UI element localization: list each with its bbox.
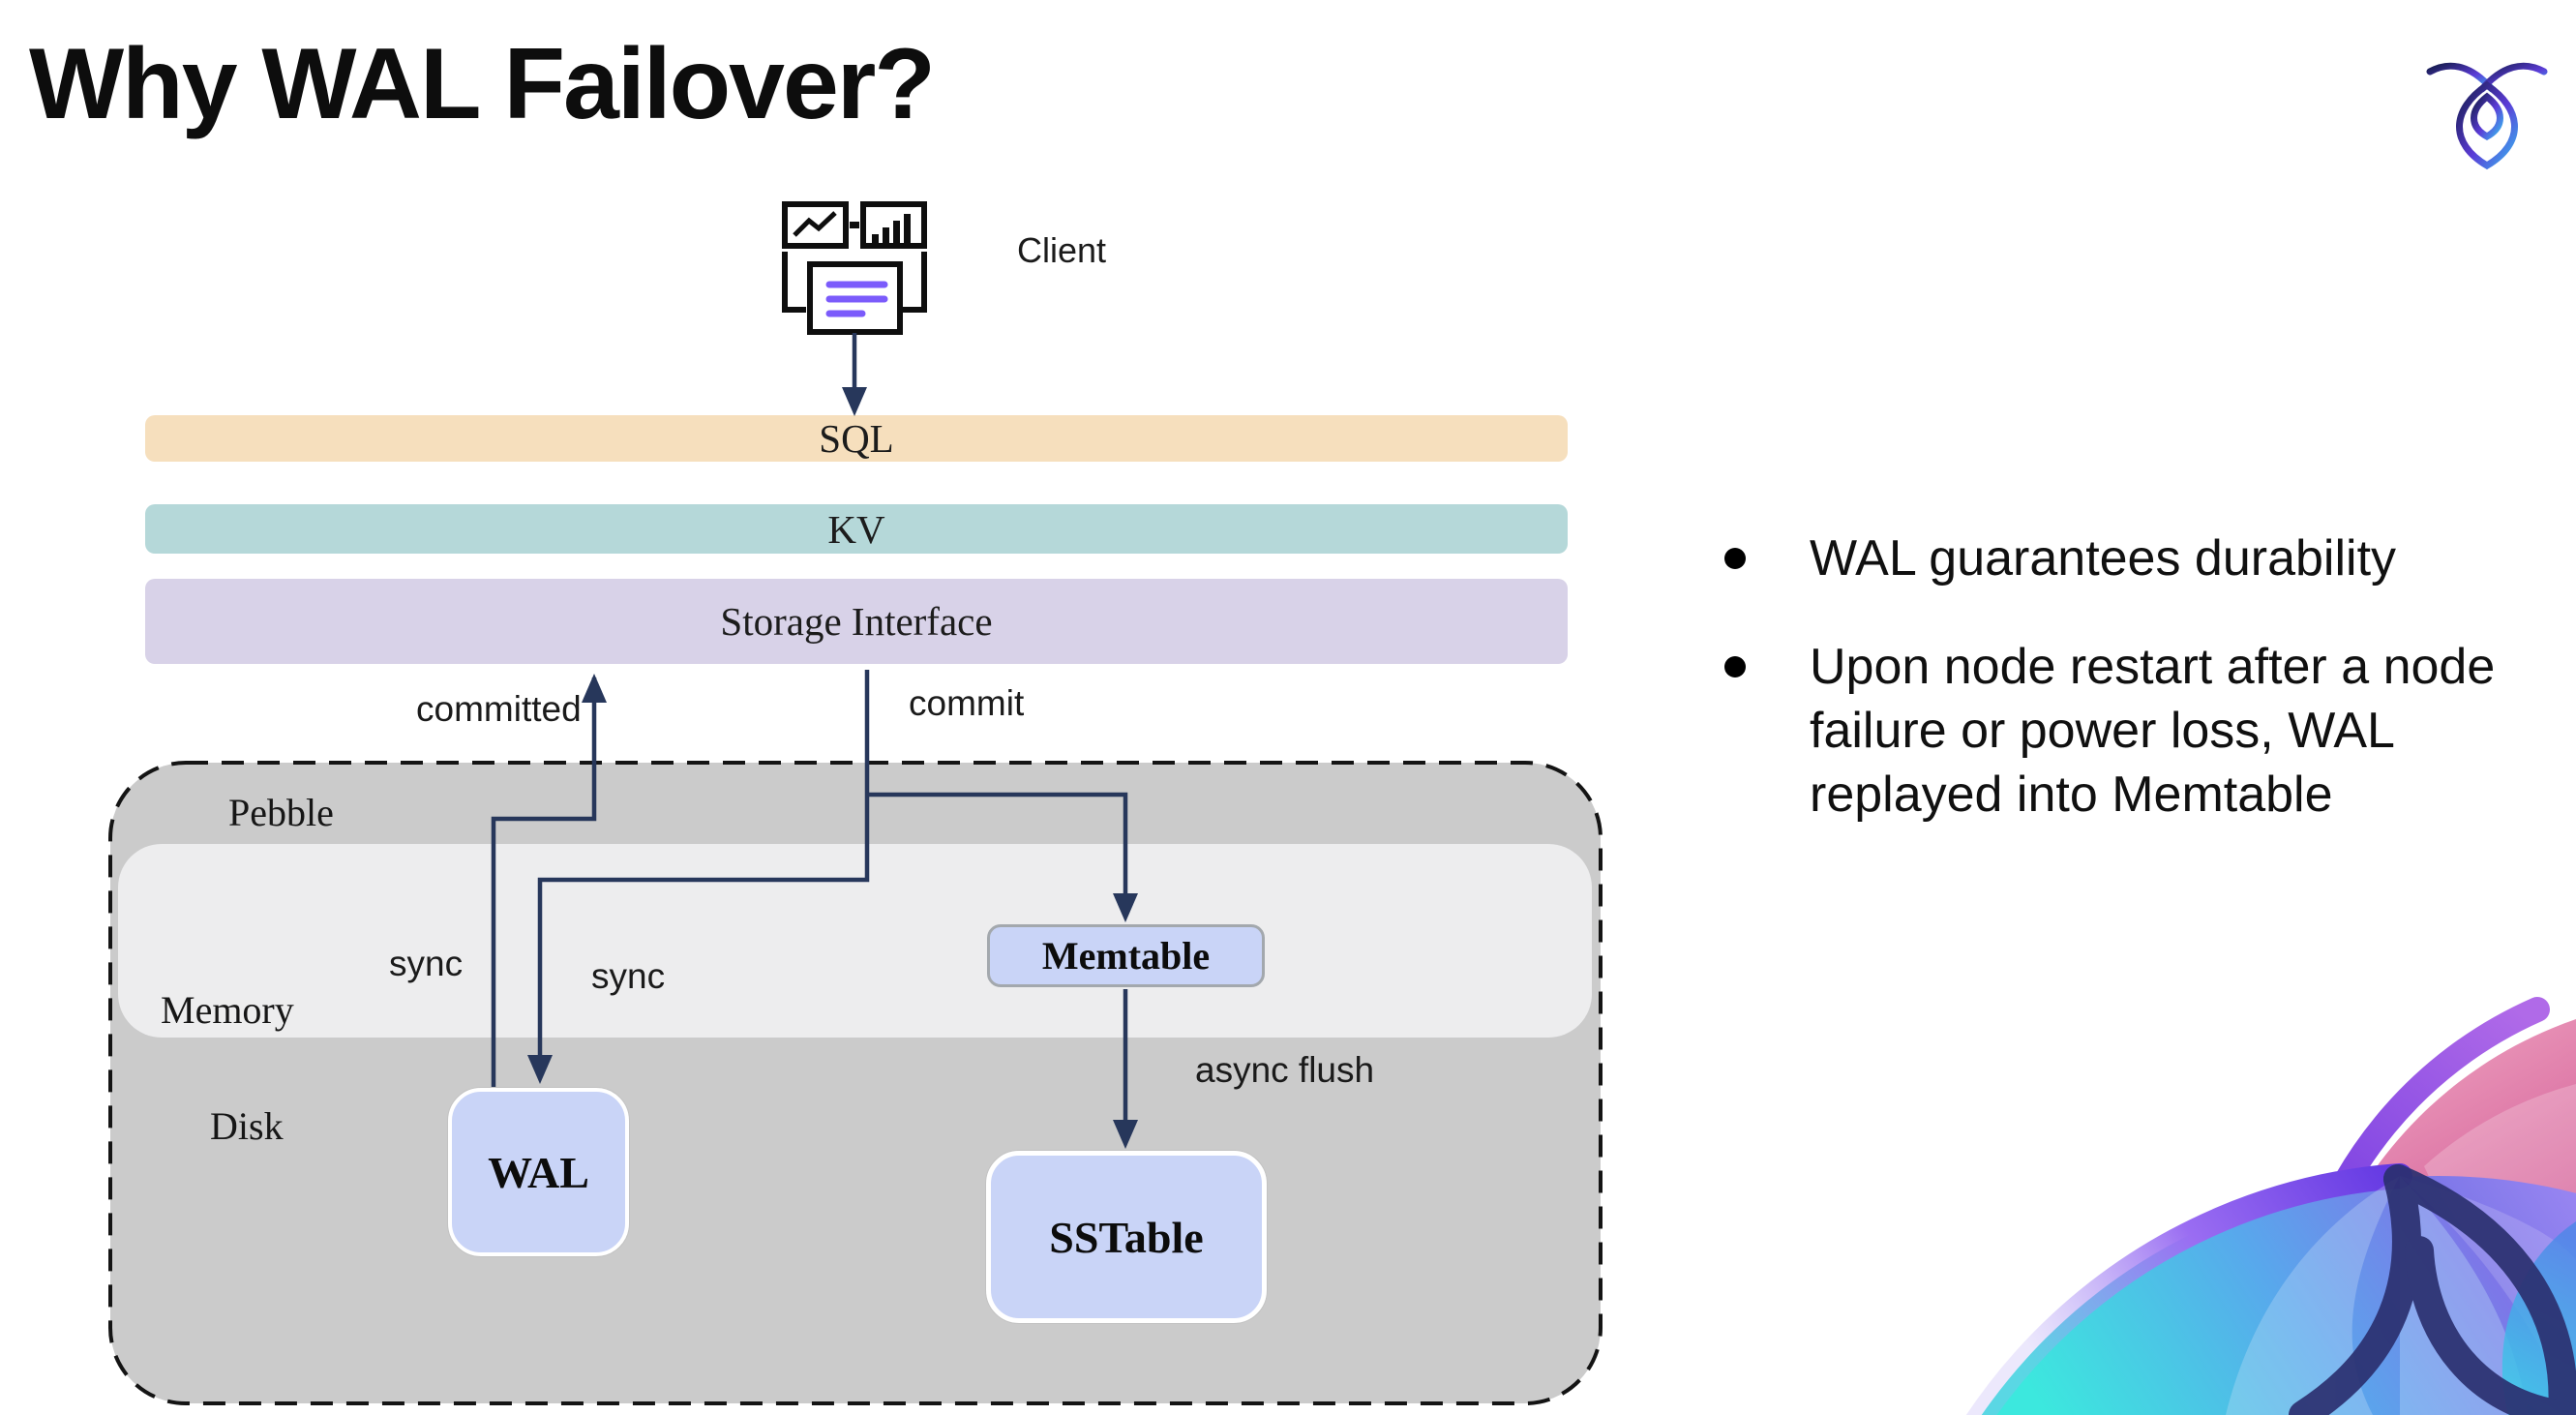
sql-label: SQL [819,416,894,461]
pebble-label: Pebble [228,791,334,834]
bullet-text: WAL guarantees durability [1810,530,2397,587]
sstable-label: SSTable [1049,1212,1204,1262]
memtable-box: Memtable [987,924,1265,987]
bullet-item: WAL guarantees durability [1703,527,2555,590]
memory-band [118,844,1592,1038]
committed-label: committed [416,689,582,729]
client-label: Client [1017,230,1107,270]
memory-label: Memory [161,988,294,1032]
page-title: Why WAL Failover? [29,28,936,140]
artwork-shapes [1965,997,2576,1415]
bullet-text: Upon node restart after a node failure o… [1810,639,2496,823]
bullet-item: Upon node restart after a node failure o… [1703,635,2555,827]
kv-label: KV [827,506,885,552]
document-lines-icon [825,281,888,317]
wal-box: WAL [448,1088,629,1256]
layer-bar-sql: SQL [145,415,1568,462]
sstable-box: SSTable [986,1151,1267,1323]
storage-interface-label: Storage Interface [720,599,993,644]
cockroachdb-logo-icon [2426,62,2548,170]
client-workstation-icon [782,201,927,335]
commit-label: commit [909,683,1025,723]
layer-bar-kv: KV [145,504,1568,554]
wal-label: WAL [488,1147,589,1197]
bullet-dot-icon [1724,548,1746,569]
memtable-label: Memtable [1041,934,1211,978]
disk-label: Disk [210,1104,284,1148]
sync-left-label: sync [389,944,464,983]
bullet-dot-icon [1724,656,1746,677]
async-flush-label: async flush [1195,1050,1375,1090]
layer-bar-storage-interface: Storage Interface [145,579,1568,664]
sync-right-label: sync [591,956,666,996]
